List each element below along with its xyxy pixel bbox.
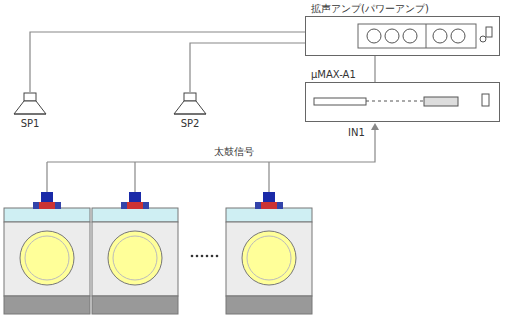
device-name: 拡声アンプ(パワーアンプ) (305, 2, 500, 16)
amp-panel (306, 17, 496, 57)
mixer-panel (306, 83, 496, 123)
speaker: SP1 (8, 92, 52, 130)
port-label: IN1 (346, 127, 367, 139)
speaker-label: SP1 (8, 118, 52, 130)
signal-label: 太鼓信号 (212, 146, 256, 158)
speaker-label: SP2 (168, 118, 212, 130)
power-amp: 拡声アンプ(パワーアンプ) (305, 2, 500, 56)
drum-signal-wires (47, 128, 375, 192)
device-housing (305, 82, 500, 122)
drums (4, 192, 312, 314)
mixer-unit: μMAX-A1 (305, 68, 500, 122)
speaker-symbol (168, 92, 212, 118)
signal-arrowhead (371, 123, 379, 130)
speaker: SP2 (168, 92, 212, 130)
speaker-cable (190, 43, 305, 92)
speaker-cable (30, 32, 305, 92)
ellipsis-dots (191, 255, 219, 258)
speaker-cable (374, 56, 375, 82)
device-name: μMAX-A1 (305, 68, 500, 82)
speaker-symbol (8, 92, 52, 118)
device-housing (305, 16, 500, 56)
